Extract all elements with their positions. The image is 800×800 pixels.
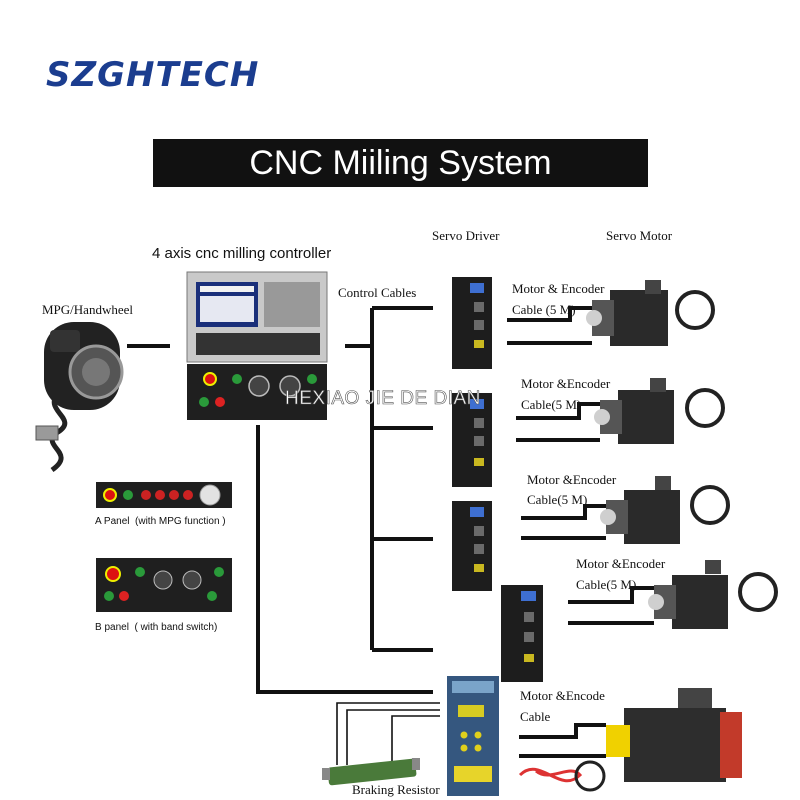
spindle-control-line xyxy=(256,425,433,694)
servo-motor-1 xyxy=(586,280,715,346)
panel-b-label: B panel ( with band switch) xyxy=(95,622,218,633)
panel-a-label: A Panel (with MPG function ) xyxy=(95,516,226,527)
motor-cable-1-line2: Cable (5 M) xyxy=(512,302,576,317)
motor-cable-2-line1: Motor &Encoder xyxy=(521,376,611,391)
resistor-wires xyxy=(336,702,440,765)
cnc-controller xyxy=(186,271,328,420)
servo-motor-3 xyxy=(600,476,730,544)
motor-cable-5-line1: Motor &Encode xyxy=(520,688,605,703)
braking-resistor xyxy=(322,758,420,786)
page-title: CNC Miiling System xyxy=(153,139,648,187)
servo-motor-2 xyxy=(594,378,725,444)
servo-driver-4 xyxy=(501,585,543,682)
motor-cable-5-line-a xyxy=(519,723,606,739)
mpg-handwheel xyxy=(35,322,124,473)
black-cable-coil xyxy=(574,760,606,792)
mpg-label: MPG/Handwheel xyxy=(42,302,133,317)
red-cable xyxy=(518,767,583,783)
servo-motor-label: Servo Motor xyxy=(606,228,673,243)
braking-resistor-label: Braking Resistor xyxy=(352,782,440,797)
servo-driver-1 xyxy=(452,277,492,369)
motor-cable-4-line1: Motor &Encoder xyxy=(576,556,666,571)
brand-logo: SZGHTECH xyxy=(46,55,260,95)
servo-driver-3 xyxy=(452,501,492,591)
motor-cable-3-line-a xyxy=(521,504,606,520)
motor-cable-5-line2: Cable xyxy=(520,709,551,724)
motor-cable-1-line-a xyxy=(507,306,592,322)
spindle-driver xyxy=(447,676,499,796)
motor-cable-3-line1: Motor &Encoder xyxy=(527,472,617,487)
panel-b xyxy=(96,558,232,612)
motor-cable-4-line2: Cable(5 M) xyxy=(576,577,637,592)
servo-driver-2 xyxy=(452,393,492,487)
motor-cable-1-line1: Motor & Encoder xyxy=(512,281,605,296)
spindle-motor xyxy=(518,688,742,792)
motor-cable-3-line2: Cable(5 M) xyxy=(527,492,588,507)
wiring xyxy=(127,306,654,758)
servo-driver-label: Servo Driver xyxy=(432,228,500,243)
watermark: HEXIAO JIE DE DIAN xyxy=(285,388,481,410)
controller-label: 4 axis cnc milling controller xyxy=(152,245,332,262)
motor-cable-2-line-a xyxy=(516,402,600,420)
control-cables-label: Control Cables xyxy=(338,285,417,300)
servo-motor-4 xyxy=(648,560,778,629)
motor-cable-4-line-a xyxy=(568,586,654,604)
panel-a xyxy=(96,482,232,508)
motor-cable-2-line2: Cable(5 M) xyxy=(521,397,582,412)
